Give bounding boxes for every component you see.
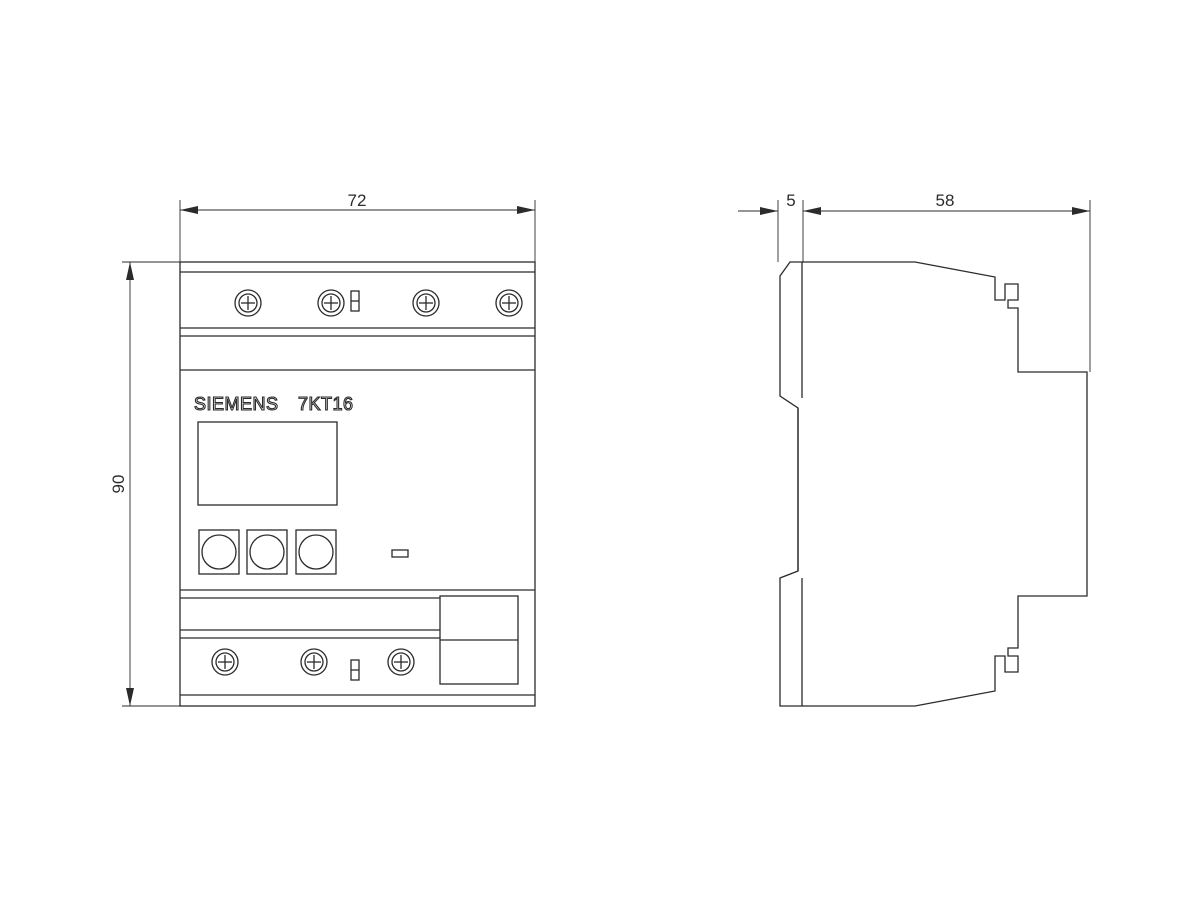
side-profile: [779, 261, 1088, 707]
side-view: [779, 261, 1088, 707]
screw-terminal-icon: [387, 648, 415, 676]
control-button: [246, 529, 288, 575]
offset-label: 5: [786, 191, 795, 210]
screw-terminal-icon: [495, 289, 523, 317]
offset-dimension: 5: [738, 191, 821, 262]
status-led: [391, 549, 409, 558]
front-view: SIEMENS 7KT16: [179, 261, 536, 707]
screw-terminal-icon: [234, 289, 262, 317]
display-window: [197, 421, 338, 506]
front-housing: [179, 261, 536, 707]
brand-label: SIEMENS: [194, 394, 279, 414]
control-button: [295, 529, 337, 575]
model-label: 7KT16: [298, 394, 354, 414]
screw-terminal-icon: [412, 289, 440, 317]
screw-terminal-icon: [300, 648, 328, 676]
width-dimension: 72: [179, 191, 536, 262]
width-label: 72: [348, 191, 367, 210]
height-dimension: 90: [109, 261, 180, 707]
screw-terminal-icon: [317, 289, 345, 317]
depth-dimension: 58: [803, 191, 1091, 372]
depth-label: 58: [936, 191, 955, 210]
screw-terminal-icon: [211, 648, 239, 676]
control-button: [198, 529, 240, 575]
height-label: 90: [109, 475, 128, 494]
